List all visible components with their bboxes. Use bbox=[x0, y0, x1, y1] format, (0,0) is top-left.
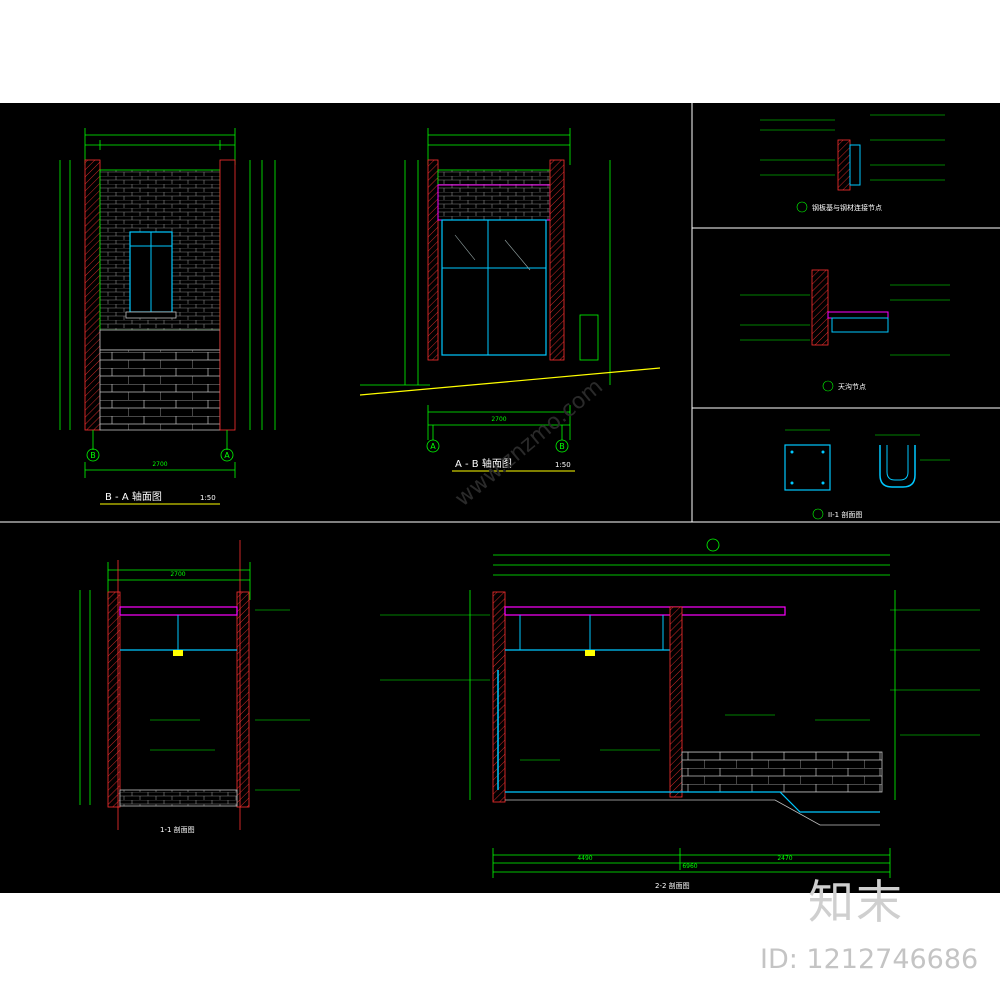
elevation-ba: B A 2700 B - A 轴面图 1:50 bbox=[59, 128, 276, 505]
elevation-ab: A B 2700 A - B 轴面图 1:50 bbox=[359, 128, 661, 472]
elev-ba-title: B - A 轴面图 bbox=[105, 490, 162, 503]
elev-ab-title: A - B 轴面图 bbox=[455, 457, 512, 470]
section-1-1-title: 1-1 剖面图 bbox=[160, 825, 195, 834]
detail-2: 钢板基与钢材连接节点 bbox=[760, 114, 945, 213]
sec22-left-dim: 4490 bbox=[577, 855, 592, 862]
watermark-logo: 知末 bbox=[808, 875, 904, 929]
detail-2-title: 钢板基与钢材连接节点 bbox=[812, 203, 882, 212]
axis-label-a: A bbox=[224, 451, 230, 460]
sec22-right-dim: 2470 bbox=[777, 855, 792, 862]
axis-label-b-2: B bbox=[559, 442, 565, 451]
detail-1: II-1 剖面图 bbox=[784, 429, 950, 520]
detail-3: 天沟节点 bbox=[740, 269, 950, 392]
section-2-2: 6960 4490 2470 2-2 剖面图 bbox=[380, 538, 980, 890]
sec11-total-dim: 2700 bbox=[170, 571, 185, 578]
axis-label-b: B bbox=[90, 451, 96, 460]
watermark-id: ID: 1212746686 bbox=[760, 944, 979, 975]
section-1-1: 1-1 剖面图 2700 bbox=[79, 540, 310, 834]
panel-borders bbox=[0, 103, 1000, 523]
detail-3-title: 天沟节点 bbox=[838, 382, 866, 391]
elev-ba-scale: 1:50 bbox=[200, 494, 216, 502]
elev-ab-total-dim: 2700 bbox=[491, 416, 506, 423]
sec22-total-dim: 6960 bbox=[682, 863, 697, 870]
elev-ab-scale: 1:50 bbox=[555, 461, 571, 469]
axis-label-a-2: A bbox=[430, 442, 436, 451]
detail-1-title: II-1 剖面图 bbox=[828, 510, 862, 519]
section-2-2-title: 2-2 剖面图 bbox=[655, 881, 690, 890]
elev-ba-total-dim: 2700 bbox=[152, 461, 167, 468]
